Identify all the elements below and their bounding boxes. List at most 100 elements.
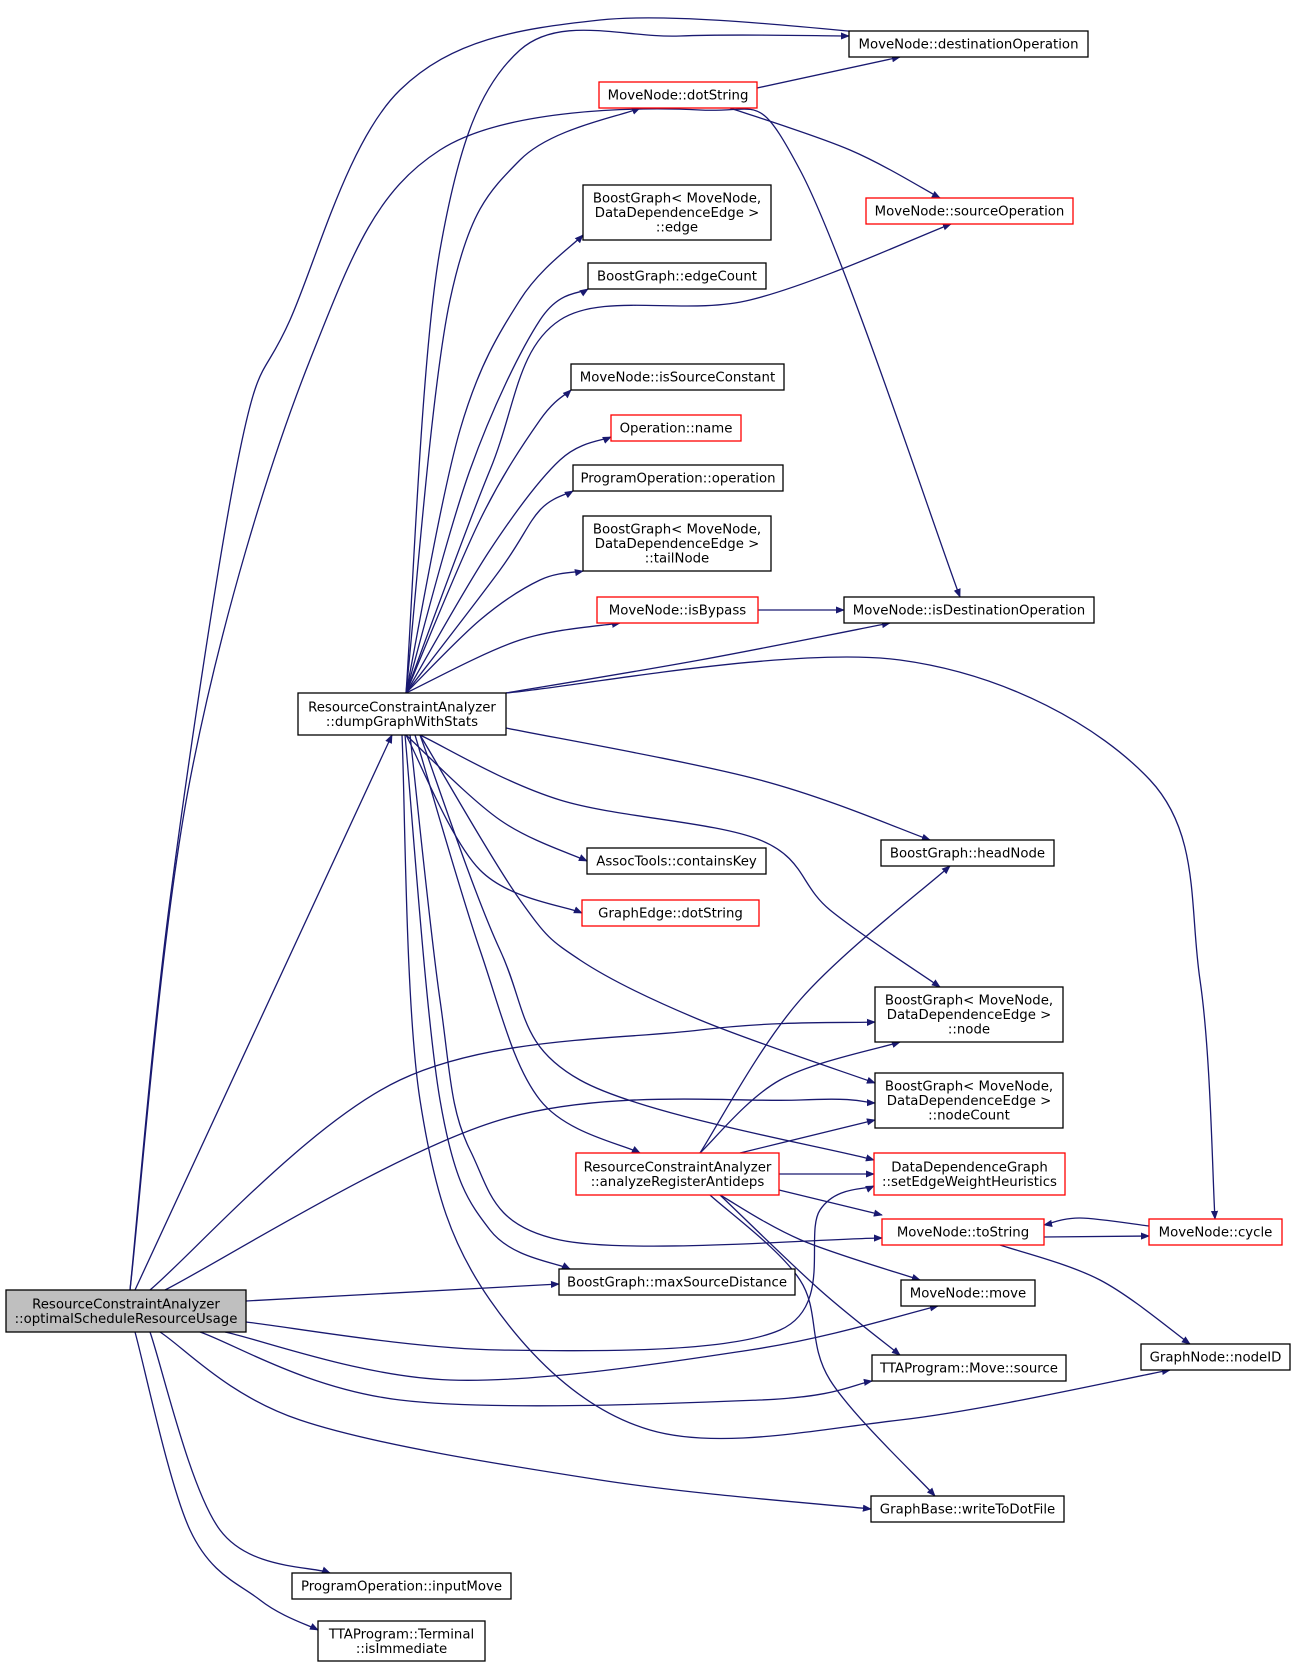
node-label: GraphBase::writeToDotFile [880, 1503, 1055, 1518]
node-cycle[interactable]: MoveNode::cycle [1148, 1218, 1283, 1246]
node-label: ::tailNode [645, 552, 709, 567]
node-label: DataDependenceEdge > [595, 537, 760, 552]
node-bgnode[interactable]: BoostGraph< MoveNode,DataDependenceEdge … [874, 986, 1064, 1043]
node-label: BoostGraph< MoveNode, [593, 523, 761, 538]
edge-dump-to-isdestop [505, 621, 891, 694]
node-label: DataDependenceEdge > [595, 206, 760, 221]
node-label: ::optimalScheduleResourceUsage [15, 1312, 238, 1327]
node-dump[interactable]: ResourceConstraintAnalyzer::dumpGraphWit… [297, 692, 507, 736]
edge-dump-to-cycle [505, 656, 1219, 1220]
node-box [865, 197, 1074, 225]
edge-dump-to-destop [405, 29, 850, 694]
node-label: DataDependenceEdge > [887, 1008, 1052, 1023]
node-tostring[interactable]: MoveNode::toString [881, 1218, 1045, 1246]
node-headnode[interactable]: BoostGraph::headNode [880, 839, 1055, 867]
node-setedge[interactable]: DataDependenceGraph::setEdgeWeightHeuris… [873, 1152, 1066, 1196]
node-label: BoostGraph< MoveNode, [593, 192, 761, 207]
node-label: BoostGraph::maxSourceDistance [567, 1276, 787, 1291]
edge-dump-to-edgecount [405, 288, 589, 694]
edge-root-to-setedge [245, 1185, 875, 1352]
node-box [881, 1218, 1045, 1246]
nodes-layer: ResourceConstraintAnalyzer::optimalSched… [5, 30, 1291, 1662]
node-box [880, 839, 1055, 867]
node-label: ::node [948, 1023, 990, 1038]
node-label: ResourceConstraintAnalyzer [32, 1297, 220, 1312]
node-gedgedot[interactable]: GraphEdge::dotString [581, 899, 760, 927]
node-box [900, 1279, 1036, 1307]
node-box [587, 262, 767, 290]
node-box [581, 899, 760, 927]
node-label: DataDependenceEdge > [887, 1094, 1052, 1109]
node-writedot[interactable]: GraphBase::writeToDotFile [870, 1495, 1065, 1523]
node-edgecount[interactable]: BoostGraph::edgeCount [587, 262, 767, 290]
node-label: ::nodeCount [928, 1109, 1010, 1124]
node-box [873, 1152, 1066, 1196]
node-tailnode[interactable]: BoostGraph< MoveNode,DataDependenceEdge … [582, 515, 772, 572]
node-inputmove[interactable]: ProgramOperation::inputMove [291, 1572, 512, 1600]
edge-dump-to-headnode [505, 727, 931, 841]
node-label: BoostGraph< MoveNode, [885, 1080, 1053, 1095]
node-dotstr[interactable]: MoveNode::dotString [598, 81, 758, 109]
node-label: ::edge [656, 221, 698, 236]
node-label: GraphNode::nodeID [1150, 1351, 1282, 1366]
edge-dump-to-srcop [405, 223, 952, 694]
node-box [596, 596, 759, 624]
node-isbypass[interactable]: MoveNode::isBypass [596, 596, 759, 624]
edge-root-to-destop [129, 17, 907, 1291]
node-label: MoveNode::isDestinationOperation [853, 604, 1085, 619]
edge-root-to-writedot [159, 1331, 872, 1512]
edge-dump-to-issrcconst [405, 389, 572, 694]
edge-analyze-to-writedot [709, 1194, 936, 1497]
node-opname[interactable]: Operation::name [610, 414, 742, 442]
node-bgedge[interactable]: BoostGraph< MoveNode,DataDependenceEdge … [582, 184, 772, 241]
edge-dump-to-containskey [405, 734, 588, 862]
node-box [586, 847, 767, 875]
node-progop[interactable]: ProgramOperation::operation [572, 464, 784, 492]
node-issrcconst[interactable]: MoveNode::isSourceConstant [570, 363, 785, 391]
node-label: MoveNode::move [910, 1287, 1026, 1302]
edge-analyze-to-headnode [699, 865, 951, 1154]
edge-root-to-bgnode [149, 1018, 876, 1291]
node-box [297, 692, 507, 736]
edge-dotstr-to-srcop [729, 107, 941, 199]
node-label: MoveNode::dotString [608, 89, 749, 104]
edge-dotstr-to-destop [756, 55, 901, 89]
node-analyze[interactable]: ResourceConstraintAnalyzer::analyzeRegis… [575, 1152, 780, 1196]
node-containskey[interactable]: AssocTools::containsKey [586, 847, 767, 875]
node-label: MoveNode::sourceOperation [875, 205, 1065, 220]
node-label: ::dumpGraphWithStats [326, 715, 478, 730]
node-label: ProgramOperation::operation [580, 472, 775, 487]
node-label: ::isImmediate [356, 1642, 447, 1657]
node-box [598, 81, 758, 109]
node-move[interactable]: MoveNode::move [900, 1279, 1036, 1307]
edge-root-to-isdestop [129, 108, 961, 1291]
edge-dump-to-bgnode [419, 734, 941, 988]
edge-tostring-to-nodeid [999, 1244, 1191, 1345]
node-label: MoveNode::cycle [1159, 1226, 1273, 1241]
node-root[interactable]: ResourceConstraintAnalyzer::optimalSched… [5, 1289, 247, 1333]
edge-dump-to-analyze [414, 734, 641, 1154]
node-label: ResourceConstraintAnalyzer [584, 1160, 772, 1175]
node-isdestop[interactable]: MoveNode::isDestinationOperation [843, 596, 1095, 624]
edge-dump-to-isbypass [405, 620, 621, 694]
edge-tostring-to-cycle [1043, 1232, 1150, 1240]
node-srcop[interactable]: MoveNode::sourceOperation [865, 197, 1074, 225]
node-isimm[interactable]: TTAProgram::Terminal::isImmediate [317, 1620, 486, 1662]
edge-dump-to-gedgedot [405, 734, 583, 914]
node-ttasource[interactable]: TTAProgram::Move::source [871, 1354, 1067, 1382]
node-box [582, 184, 772, 241]
node-box [291, 1572, 512, 1600]
node-label: DataDependenceGraph [891, 1160, 1048, 1175]
node-label: MoveNode::toString [897, 1226, 1029, 1241]
edge-dump-to-progop [405, 490, 574, 694]
node-maxsrc[interactable]: BoostGraph::maxSourceDistance [558, 1268, 796, 1296]
edge-root-to-move [224, 1304, 939, 1381]
node-destop[interactable]: MoveNode::destinationOperation [848, 30, 1089, 58]
edge-dump-to-bgnodecount [419, 734, 876, 1084]
node-bgnodecount[interactable]: BoostGraph< MoveNode,DataDependenceEdge … [874, 1072, 1064, 1129]
node-box [870, 1495, 1065, 1523]
edge-dump-to-opname [405, 436, 612, 694]
node-nodeid[interactable]: GraphNode::nodeID [1140, 1343, 1291, 1371]
node-box [848, 30, 1089, 58]
